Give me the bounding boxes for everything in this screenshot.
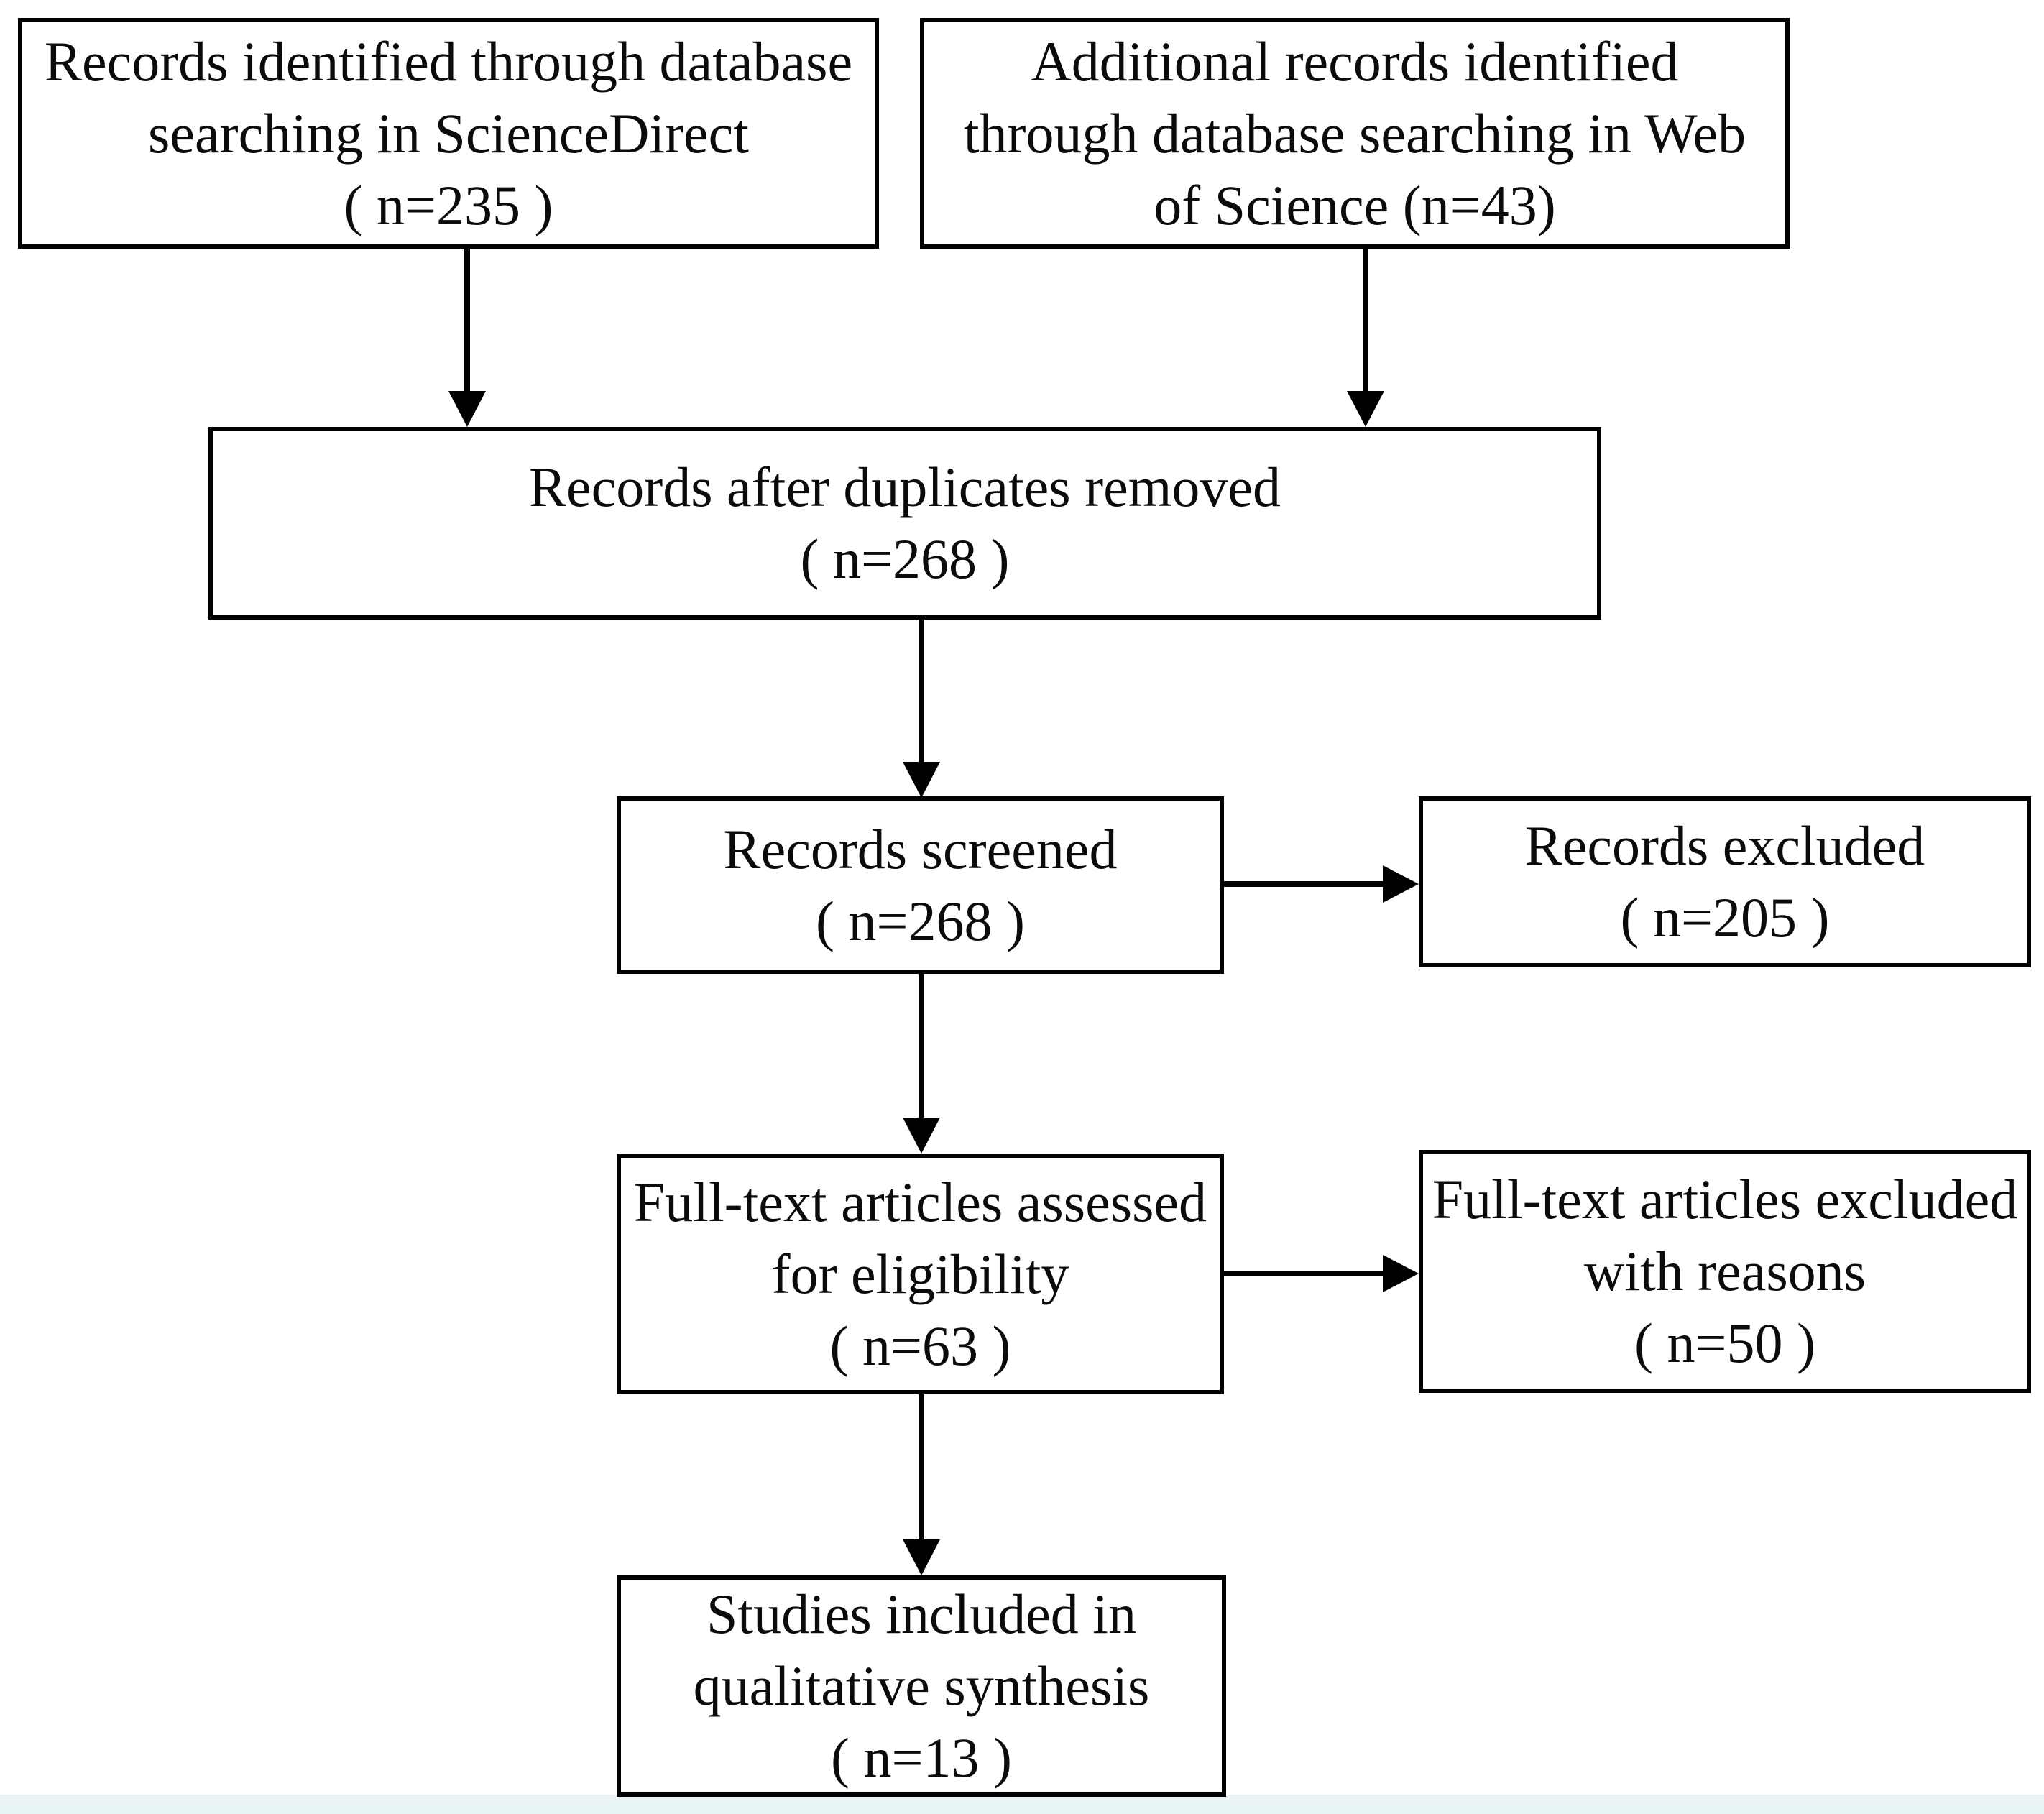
arrowhead-down-icon [903, 762, 940, 798]
arrowhead-right-icon [1383, 1255, 1419, 1292]
box-text-line: Records after duplicates removed [528, 456, 1281, 518]
arrow-shaft [1224, 1271, 1387, 1276]
box-text-line: ( n=268 ) [816, 889, 1025, 952]
arrow-shaft [919, 1394, 924, 1542]
box-text-line: Full-text articles excluded [1432, 1168, 2018, 1230]
box-fulltext-assessed: Full-text articles assessed for eligibil… [617, 1154, 1224, 1394]
arrow-shaft [1224, 881, 1387, 887]
box-records-after-duplicates-removed: Records after duplicates removed ( n=268… [208, 427, 1601, 620]
arrowhead-down-icon [1347, 391, 1384, 427]
box-text-line: ( n=13 ) [831, 1726, 1012, 1789]
box-text-line: Records screened [723, 817, 1118, 880]
box-text-line: ( n=268 ) [800, 528, 1010, 590]
box-records-excluded: Records excluded ( n=205 ) [1419, 796, 2031, 967]
box-records-screened: Records screened ( n=268 ) [617, 796, 1224, 974]
box-text-line: through database searching in Web [963, 101, 1746, 165]
box-text-line: ( n=235 ) [344, 173, 553, 236]
box-text-line: Records identified through database [44, 29, 853, 93]
box-text-line: for eligibility [771, 1242, 1069, 1305]
arrowhead-down-icon [448, 391, 486, 427]
box-additional-records-web-of-science: Additional records identified through da… [920, 18, 1790, 249]
bottom-strip [0, 1795, 2044, 1814]
box-fulltext-excluded: Full-text articles excluded with reasons… [1419, 1150, 2031, 1393]
box-text-line: Full-text articles assessed [633, 1170, 1207, 1233]
arrow-shaft [919, 620, 924, 766]
box-text-line: ( n=50 ) [1634, 1312, 1815, 1374]
arrowhead-right-icon [1383, 865, 1419, 903]
box-text-line: Studies included in [706, 1583, 1136, 1645]
arrowhead-down-icon [903, 1118, 940, 1154]
box-text-line: ( n=63 ) [829, 1314, 1011, 1377]
box-text-line: with reasons [1583, 1240, 1866, 1302]
box-text-line: Additional records identified [1031, 29, 1679, 93]
box-records-identified-sciencedirect: Records identified through database sear… [18, 18, 879, 249]
box-text-line: of Science (n=43) [1154, 173, 1556, 236]
box-studies-included: Studies included in qualitative synthesi… [617, 1575, 1226, 1797]
arrow-shaft [464, 249, 470, 395]
box-text-line: searching in ScienceDirect [148, 101, 749, 165]
box-text-line: qualitative synthesis [693, 1654, 1150, 1717]
arrow-shaft [919, 974, 924, 1118]
arrow-shaft [1363, 249, 1368, 395]
box-text-line: Records excluded [1524, 814, 1925, 877]
arrowhead-down-icon [903, 1539, 940, 1575]
box-text-line: ( n=205 ) [1620, 886, 1830, 949]
